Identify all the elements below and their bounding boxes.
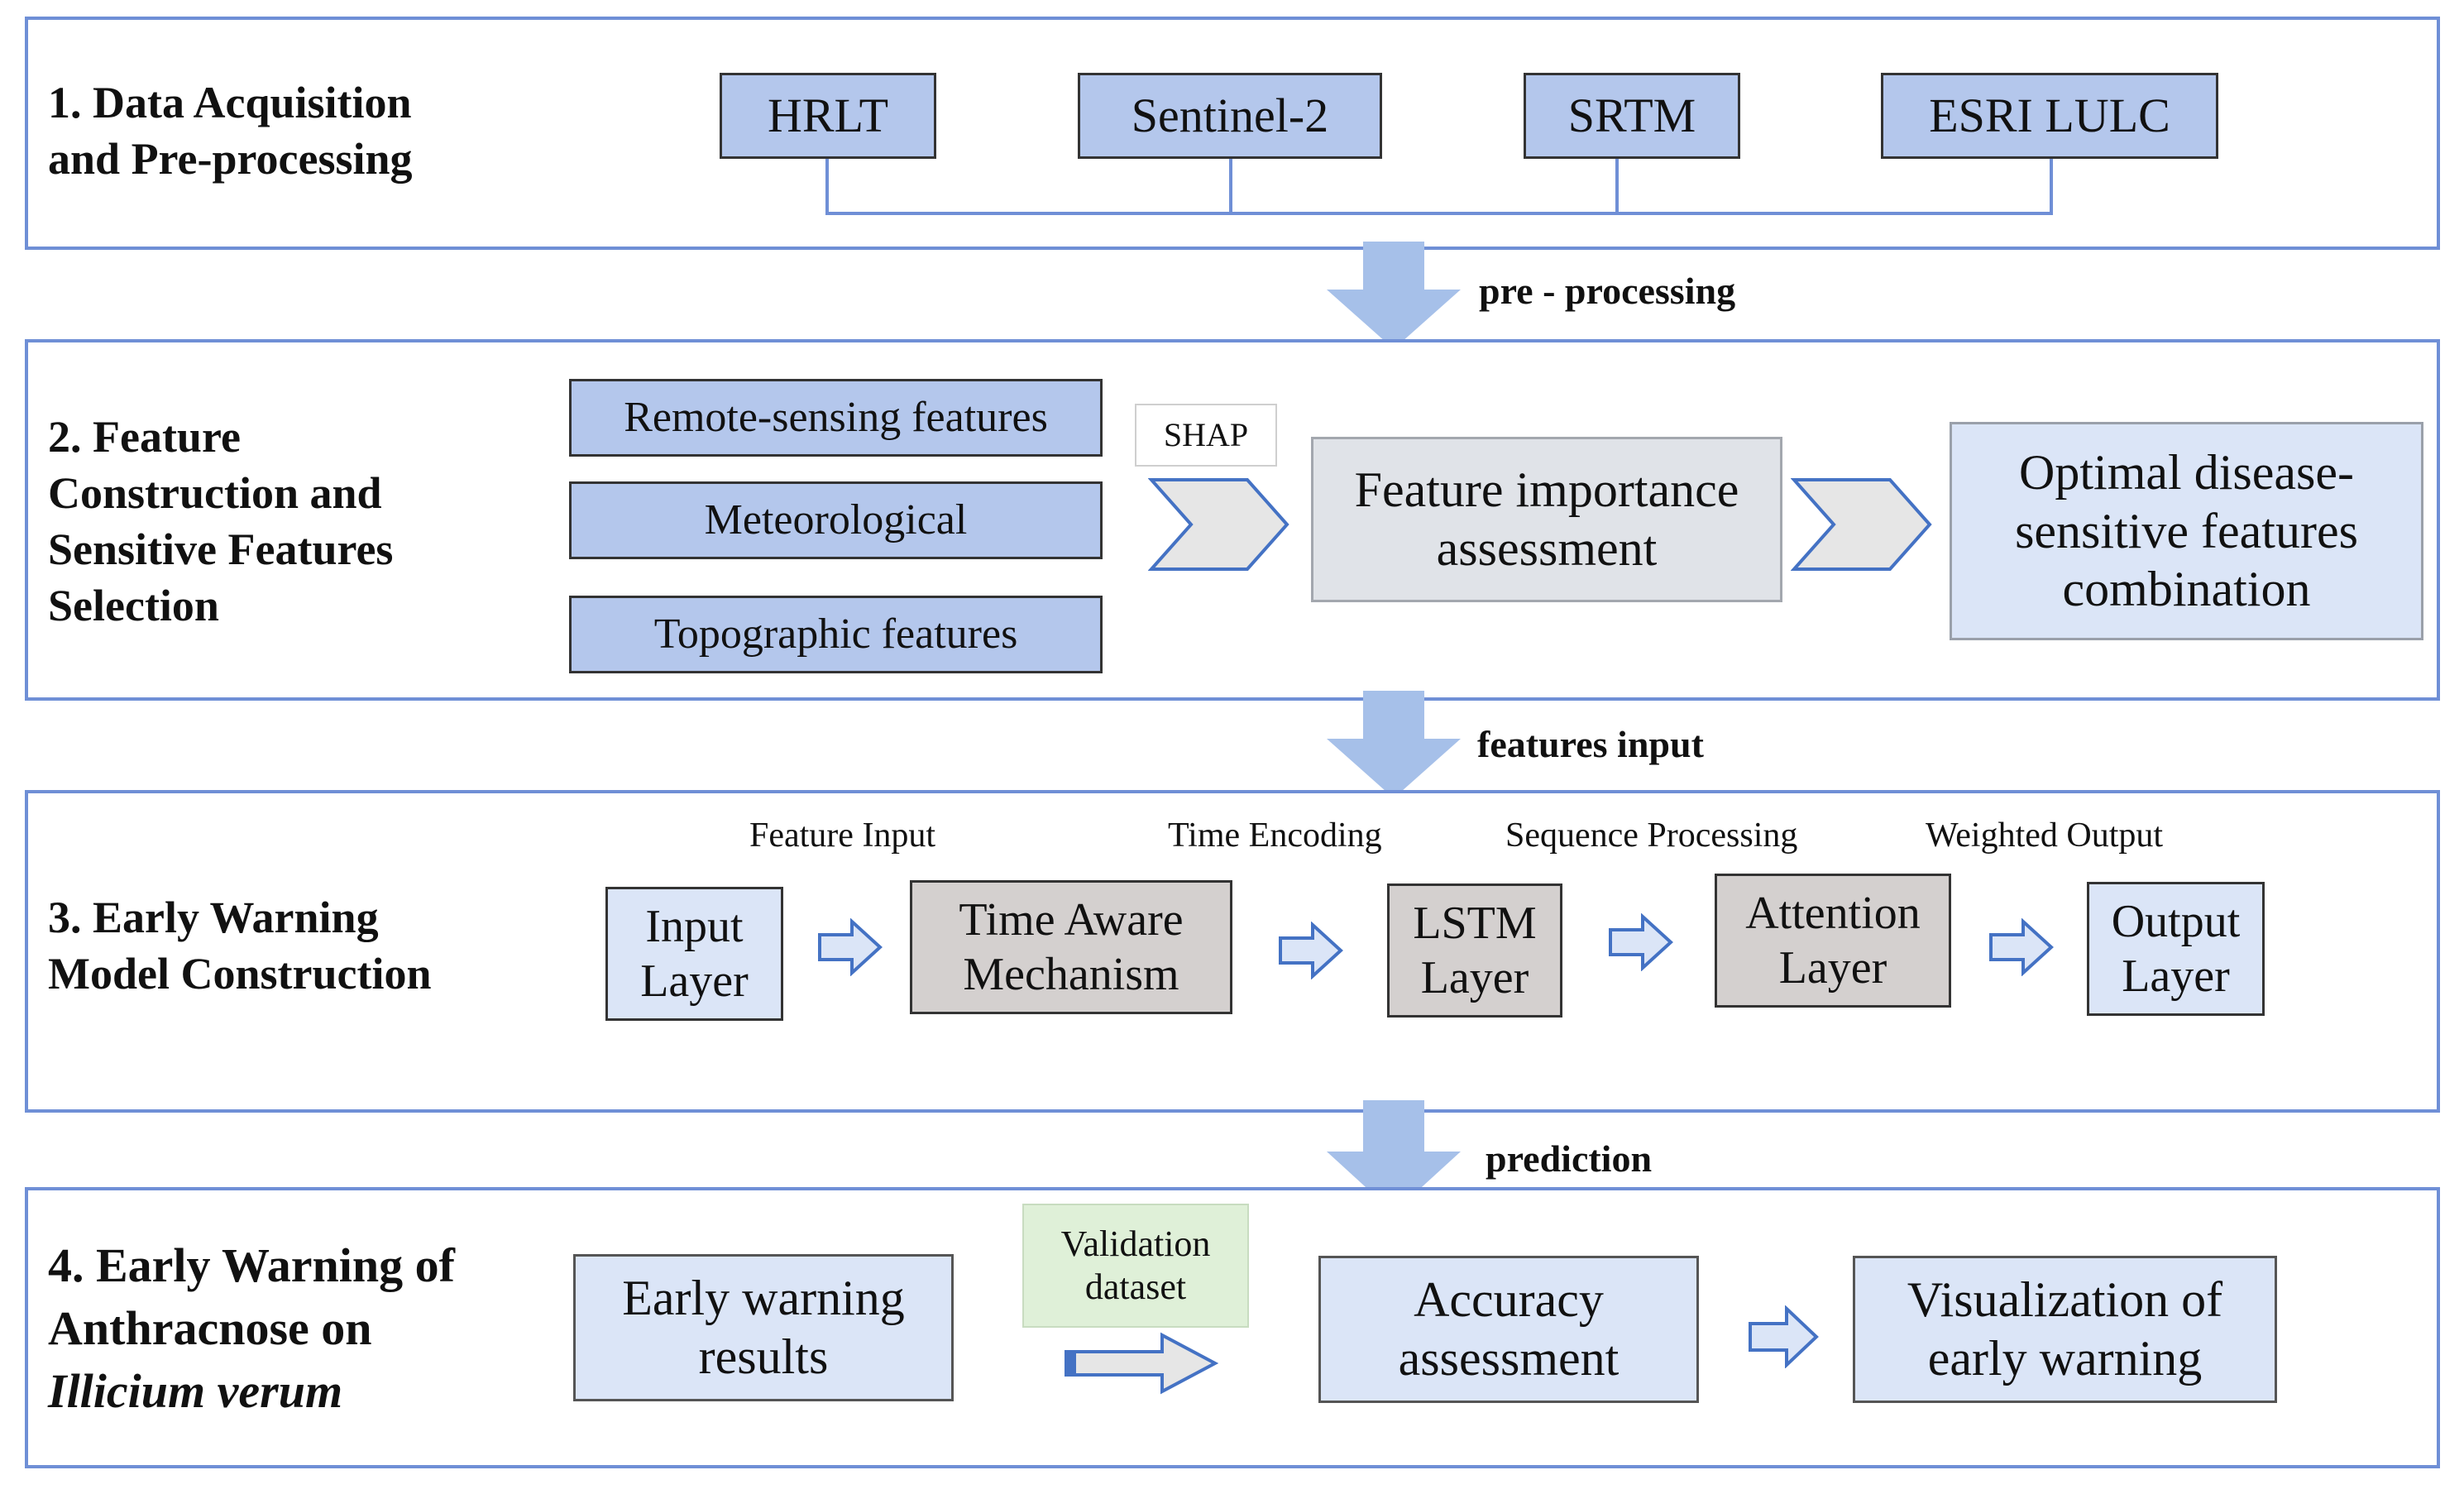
results-line-2: results (698, 1329, 829, 1384)
validation-line-1: Validation (1060, 1223, 1211, 1265)
validation-line-2: dataset (1084, 1267, 1187, 1307)
source-label: HRLT (767, 88, 889, 142)
visualization-line-2: early warning (1927, 1331, 2203, 1386)
stage-3-title-line-2: Model Construction (48, 949, 432, 998)
stage-1-title-line-1: 1. Data Acquisition (48, 78, 412, 127)
long-right-arrow-icon (1065, 1332, 1219, 1395)
importance-line-1: Feature importance (1354, 462, 1739, 518)
validation-dataset-box: Validation dataset (1022, 1204, 1249, 1328)
accuracy-line-2: assessment (1398, 1331, 1620, 1386)
early-warning-results-box: Early warning results (573, 1254, 954, 1401)
optimal-line-1: Optimal disease- (2019, 444, 2354, 500)
down-arrow-icon (1327, 1100, 1461, 1213)
step-label-time-encoding: Time Encoding (1168, 816, 1382, 855)
layer-box-input: Input Layer (605, 887, 783, 1021)
feature-importance-box: Feature importance assessment (1311, 437, 1782, 602)
stage-4-title: 4. Early Warning of Anthracnose on Illic… (48, 1234, 455, 1423)
results-line-1: Early warning (622, 1271, 905, 1326)
optimal-line-2: sensitive features (2015, 503, 2358, 558)
stage-3-title-line-1: 3. Early Warning (48, 893, 379, 942)
layer-line-1: Input (645, 900, 744, 952)
layer-line-1: LSTM (1413, 897, 1537, 949)
visualization-box: Visualization of early warning (1853, 1256, 2277, 1403)
step-label-feature-input: Feature Input (749, 816, 936, 855)
layer-line-1: Attention (1745, 887, 1921, 939)
layer-line-2: Layer (1778, 942, 1887, 994)
layer-line-2: Layer (2122, 951, 2230, 1002)
accuracy-assessment-box: Accuracy assessment (1318, 1256, 1699, 1403)
layer-box-output: Output Layer (2087, 882, 2265, 1016)
source-connector-lines (825, 159, 2053, 215)
flow-label-features-input: features input (1477, 723, 1704, 765)
stage-4-title-line-1: 4. Early Warning of (48, 1238, 455, 1292)
feature-box-topographic: Topographic features (569, 596, 1103, 673)
stage-2-title: 2. Feature Construction and Sensitive Fe… (48, 409, 393, 634)
right-arrow-icon (1279, 922, 1343, 979)
layer-line-2: Layer (640, 955, 749, 1007)
flow-label-prediction: prediction (1486, 1137, 1653, 1180)
stage-2-title-line-4: Selection (48, 581, 219, 630)
visualization-line-1: Visualization of (1907, 1272, 2223, 1328)
step-label-sequence-processing: Sequence Processing (1505, 816, 1798, 855)
stage-2-title-line-3: Sensitive Features (48, 524, 394, 574)
stage-2-title-line-1: 2. Feature (48, 412, 241, 462)
source-box-hrlt: HRLT (720, 73, 936, 159)
stage-1-title: 1. Data Acquisition and Pre-processing (48, 74, 413, 187)
right-arrow-icon (1749, 1305, 1819, 1368)
shap-label-box: SHAP (1135, 404, 1277, 467)
flow-label-pre-processing: pre - processing (1479, 270, 1736, 312)
right-arrow-icon (1989, 918, 2054, 976)
layer-line-1: Time Aware (959, 893, 1184, 946)
layer-box-time-aware: Time Aware Mechanism (910, 880, 1232, 1014)
stage-1-title-line-2: and Pre-processing (48, 134, 413, 184)
right-arrow-icon (1609, 913, 1673, 971)
feature-label: Meteorological (704, 496, 968, 544)
source-box-esri-lulc: ESRI LULC (1881, 73, 2218, 159)
source-box-srtm: SRTM (1524, 73, 1740, 159)
chevron-right-icon (1791, 478, 1932, 571)
down-arrow-icon (1327, 691, 1461, 798)
step-label-weighted-output: Weighted Output (1926, 816, 2164, 855)
optimal-features-box: Optimal disease- sensitive features comb… (1950, 422, 2423, 640)
layer-line-2: Mechanism (963, 949, 1179, 1000)
stage-2-title-line-2: Construction and (48, 468, 382, 518)
right-arrow-icon (818, 918, 883, 976)
feature-label: Remote-sensing features (624, 394, 1048, 442)
stage-4-title-line-3: Illicium verum (48, 1364, 343, 1418)
chevron-right-icon (1148, 478, 1289, 571)
importance-line-2: assessment (1436, 521, 1658, 576)
source-label: ESRI LULC (1929, 88, 2170, 142)
stage-4-title-line-2: Anthracnose on (48, 1301, 372, 1355)
optimal-line-3: combination (2062, 562, 2311, 617)
source-label: Sentinel-2 (1131, 88, 1329, 142)
accuracy-line-1: Accuracy (1414, 1272, 1604, 1328)
feature-box-remote-sensing: Remote-sensing features (569, 379, 1103, 457)
stage-3-title: 3. Early Warning Model Construction (48, 889, 431, 1002)
source-label: SRTM (1567, 88, 1696, 142)
down-arrow-icon (1327, 242, 1461, 349)
layer-line-1: Output (2111, 895, 2241, 947)
layer-box-attention: Attention Layer (1715, 874, 1951, 1008)
source-box-sentinel-2: Sentinel-2 (1078, 73, 1382, 159)
feature-label: Topographic features (653, 611, 1018, 658)
layer-line-2: Layer (1420, 952, 1529, 1003)
feature-box-meteorological: Meteorological (569, 481, 1103, 559)
layer-box-lstm: LSTM Layer (1387, 883, 1562, 1018)
shap-label: SHAP (1163, 416, 1249, 454)
